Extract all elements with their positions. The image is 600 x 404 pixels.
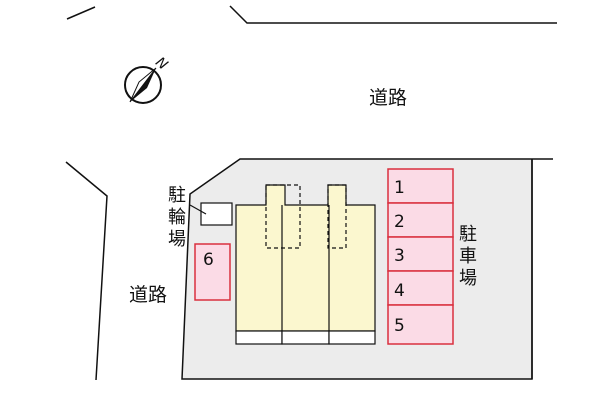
west-road-edges: [65, 161, 108, 381]
bicycle-parking-label-char: 輪: [168, 207, 186, 228]
parking-space-number: 3: [394, 246, 405, 266]
parking-space: [387, 304, 454, 345]
parking-space: [387, 168, 454, 204]
building-body: [235, 184, 376, 332]
parking-space-number: 2: [394, 212, 405, 232]
west-road-label: 道路: [129, 284, 167, 306]
upper-floor-outline: [327, 184, 347, 249]
parking-space-number: 5: [394, 316, 405, 336]
north-arrow-icon: [124, 66, 162, 104]
balcony: [281, 330, 330, 345]
parking-space: [387, 202, 454, 238]
parking-space-number: 6: [203, 250, 214, 270]
balcony: [235, 330, 283, 345]
car-parking-label-char: 場: [459, 268, 477, 289]
parking-space-number: 1: [394, 178, 405, 198]
bicycle-parking-label-char: 駐: [168, 185, 186, 206]
north-road-edge-left: [66, 6, 96, 20]
bicycle-parking-area: [200, 202, 233, 226]
parking-space-extra: [194, 243, 231, 301]
north-road-label: 道路: [369, 87, 407, 109]
upper-floor-outline: [265, 184, 301, 249]
parking-space: [387, 236, 454, 272]
parking-space: [387, 270, 454, 306]
car-parking-label-char: 車: [459, 246, 477, 267]
north-road-edges: [66, 5, 557, 24]
balcony: [328, 330, 376, 345]
car-parking-spaces: 1 2 3 4 5: [387, 168, 454, 345]
west-road-edge-left: [65, 161, 108, 381]
north-road-edge-right: [229, 5, 557, 24]
bicycle-parking-label-char: 場: [168, 229, 186, 250]
parking-space-number: 4: [394, 281, 405, 301]
bicycle-parking-leader: [189, 204, 207, 215]
car-parking-label-char: 駐: [459, 224, 477, 245]
building: [235, 184, 376, 345]
